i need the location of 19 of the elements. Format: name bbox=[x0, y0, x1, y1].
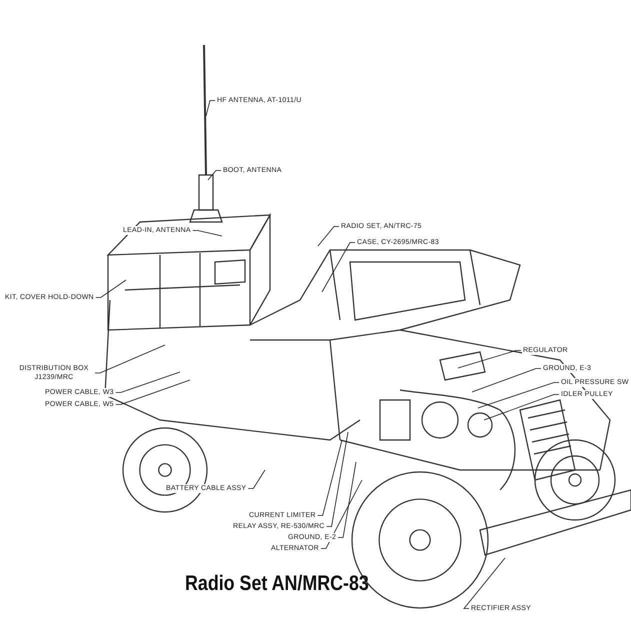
leader-line bbox=[248, 470, 266, 489]
leader-line bbox=[318, 226, 340, 246]
leader-line bbox=[322, 242, 356, 292]
leader-line bbox=[463, 558, 506, 609]
leader-line bbox=[458, 350, 522, 368]
leader-line bbox=[338, 462, 356, 538]
leader-line bbox=[317, 440, 342, 516]
leader-line bbox=[478, 382, 560, 408]
leader-line bbox=[115, 380, 190, 405]
leader-line bbox=[115, 372, 180, 393]
leader-line bbox=[95, 280, 126, 298]
leader-line bbox=[484, 394, 560, 420]
caption: Radio Set AN/MRC-83 bbox=[185, 572, 369, 596]
leader-line bbox=[94, 344, 166, 374]
leader-line bbox=[472, 368, 542, 392]
leader-line bbox=[326, 432, 348, 527]
leader-line bbox=[192, 230, 222, 236]
leader-line bbox=[206, 100, 216, 116]
leader-line bbox=[208, 170, 222, 180]
